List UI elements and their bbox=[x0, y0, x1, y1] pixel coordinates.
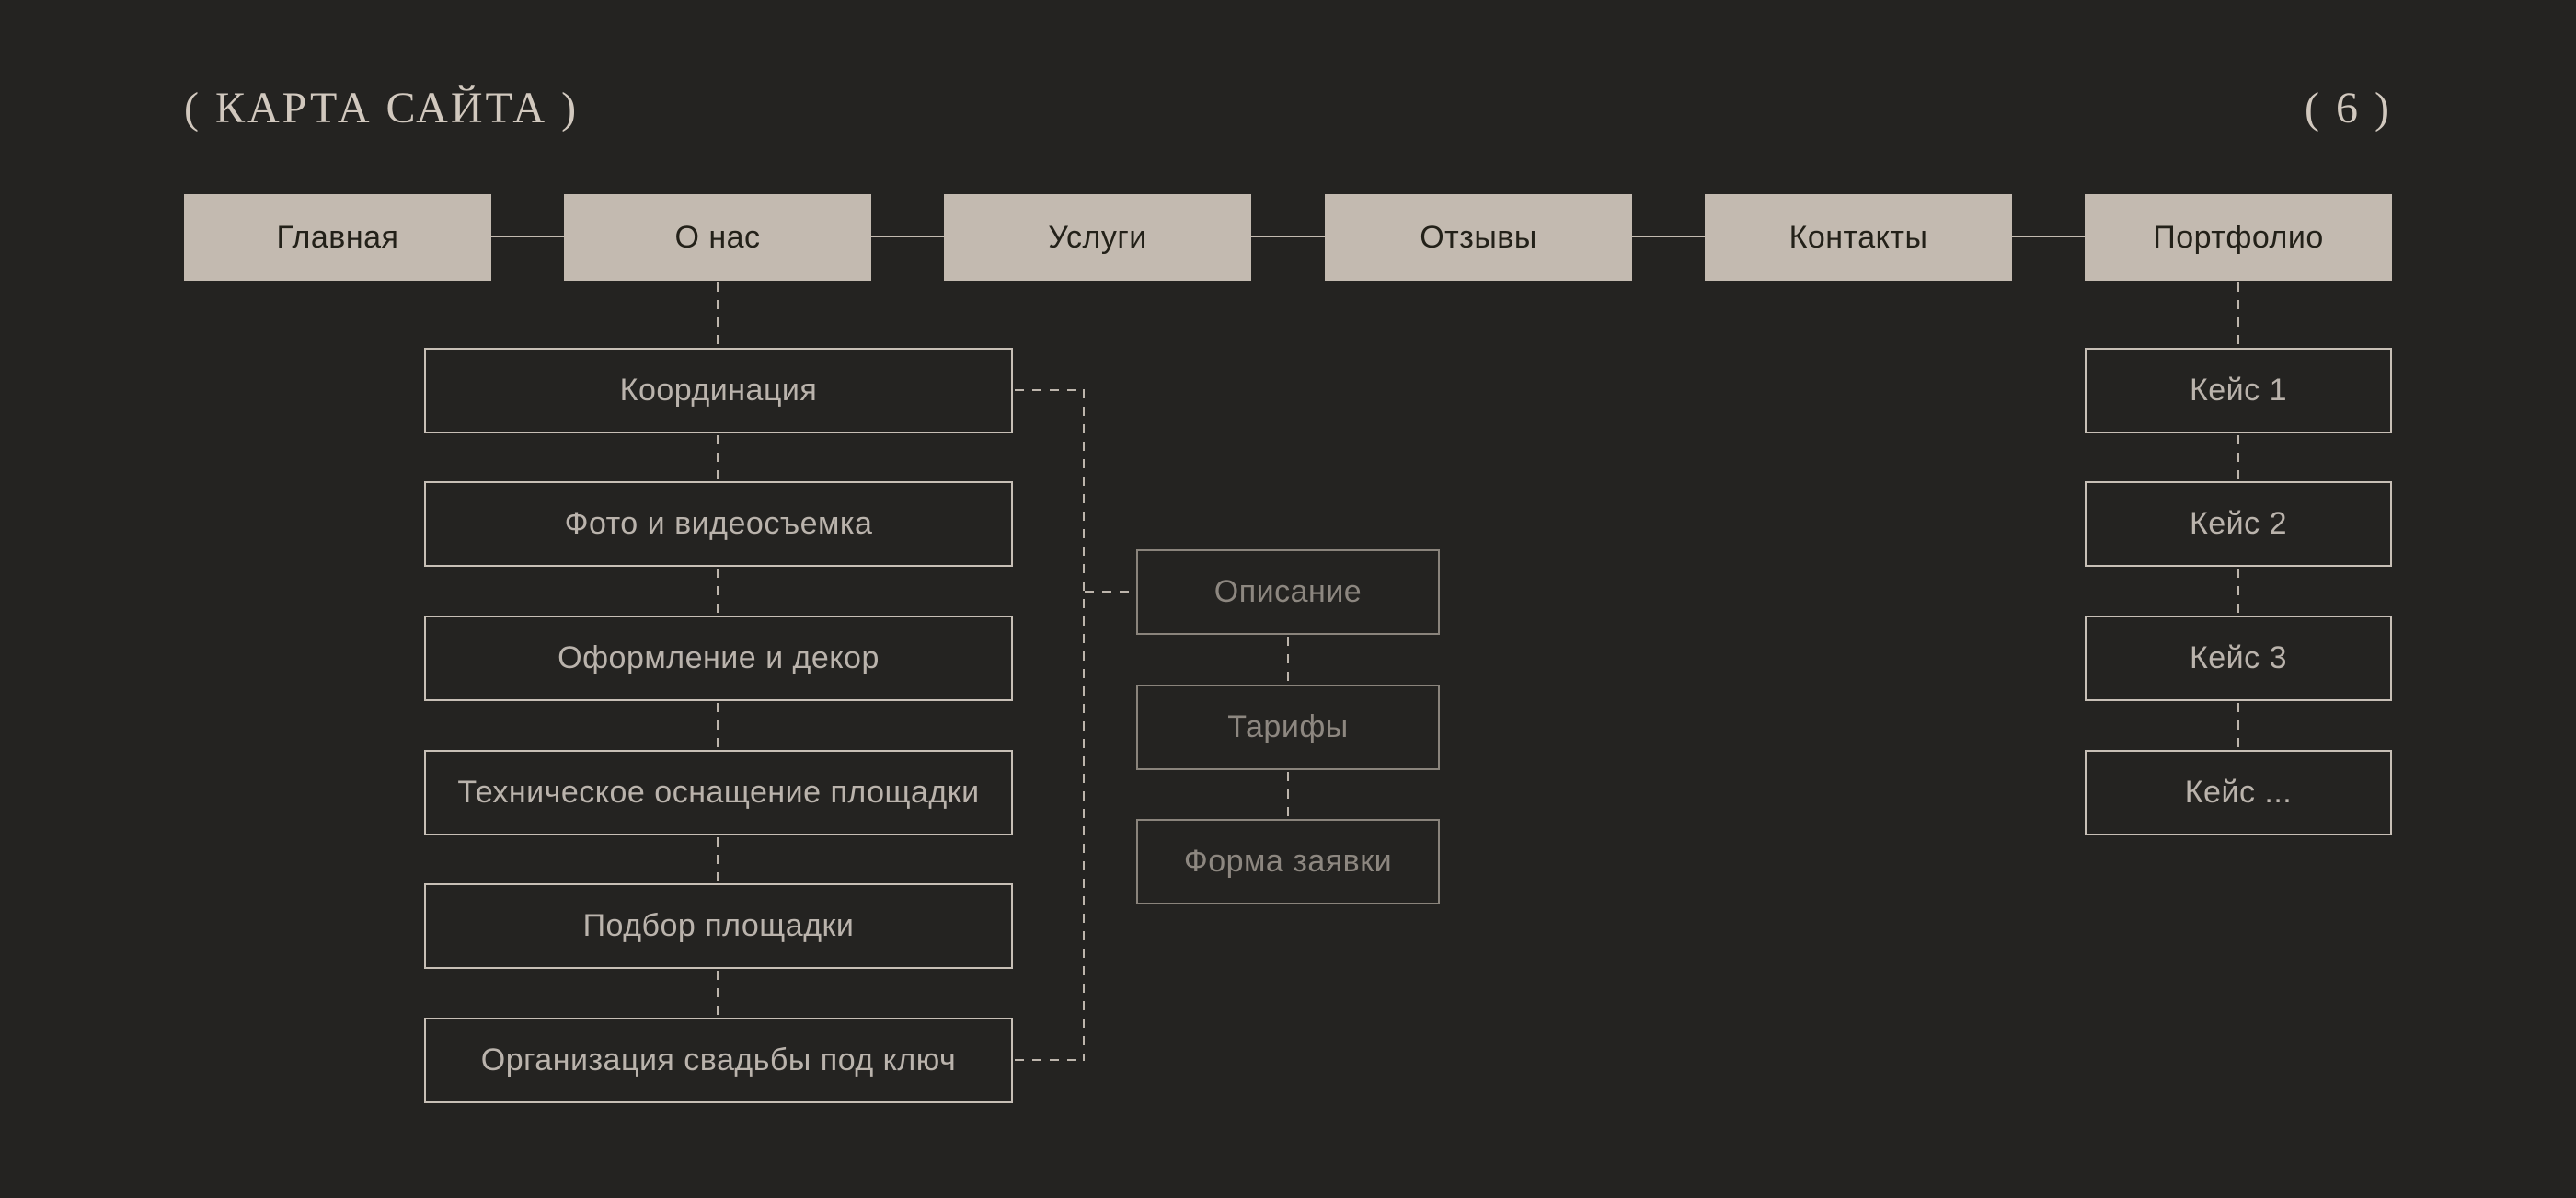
node-coordination: Координация bbox=[424, 348, 1013, 433]
connector-home-about bbox=[491, 236, 564, 237]
node-portfolio: Портфолио bbox=[2085, 194, 2392, 281]
connector-contacts-portfolio bbox=[2012, 236, 2085, 237]
node-request-form: Форма заявки bbox=[1136, 819, 1440, 904]
node-description: Описание bbox=[1136, 549, 1440, 635]
dash-turnkey-out bbox=[1015, 1059, 1084, 1061]
node-tariffs: Тарифы bbox=[1136, 685, 1440, 770]
dash-photo-decor bbox=[717, 569, 719, 616]
connector-about-services bbox=[871, 236, 944, 237]
node-case-more: Кейс ... bbox=[2085, 750, 2392, 835]
dash-into-description bbox=[1085, 591, 1136, 593]
node-reviews: Отзывы bbox=[1325, 194, 1632, 281]
node-services: Услуги bbox=[944, 194, 1251, 281]
node-tech-equipment: Техническое оснащение площадки bbox=[424, 750, 1013, 835]
dash-case2-case3 bbox=[2237, 569, 2239, 616]
dash-case3-more bbox=[2237, 703, 2239, 750]
node-decor: Оформление и декор bbox=[424, 616, 1013, 701]
connector-services-reviews bbox=[1251, 236, 1325, 237]
node-venue-search: Подбор площадки bbox=[424, 883, 1013, 969]
node-about: О нас bbox=[564, 194, 871, 281]
dash-venue-turnkey bbox=[717, 971, 719, 1018]
connector-reviews-contacts bbox=[1632, 236, 1705, 237]
dash-tariffs-form bbox=[1287, 772, 1289, 819]
dash-decor-tech bbox=[717, 703, 719, 750]
node-case-3: Кейс 3 bbox=[2085, 616, 2392, 701]
dash-about-to-coordination bbox=[717, 282, 719, 348]
page-title: ( КАРТА САЙТА ) bbox=[184, 84, 580, 132]
dash-router-vertical bbox=[1083, 389, 1085, 1061]
dash-portfolio-to-case1 bbox=[2237, 282, 2239, 348]
node-case-1: Кейс 1 bbox=[2085, 348, 2392, 433]
node-turnkey-wedding: Организация свадьбы под ключ bbox=[424, 1018, 1013, 1103]
dash-coordination-photo bbox=[717, 435, 719, 481]
page-number: ( 6 ) bbox=[2305, 84, 2392, 132]
dash-description-tariffs bbox=[1287, 637, 1289, 685]
dash-case1-case2 bbox=[2237, 435, 2239, 481]
node-home: Главная bbox=[184, 194, 491, 281]
node-contacts: Контакты bbox=[1705, 194, 2012, 281]
dash-tech-venue bbox=[717, 837, 719, 883]
node-case-2: Кейс 2 bbox=[2085, 481, 2392, 567]
node-photo-video: Фото и видеосъемка bbox=[424, 481, 1013, 567]
dash-coordination-out bbox=[1015, 389, 1084, 391]
